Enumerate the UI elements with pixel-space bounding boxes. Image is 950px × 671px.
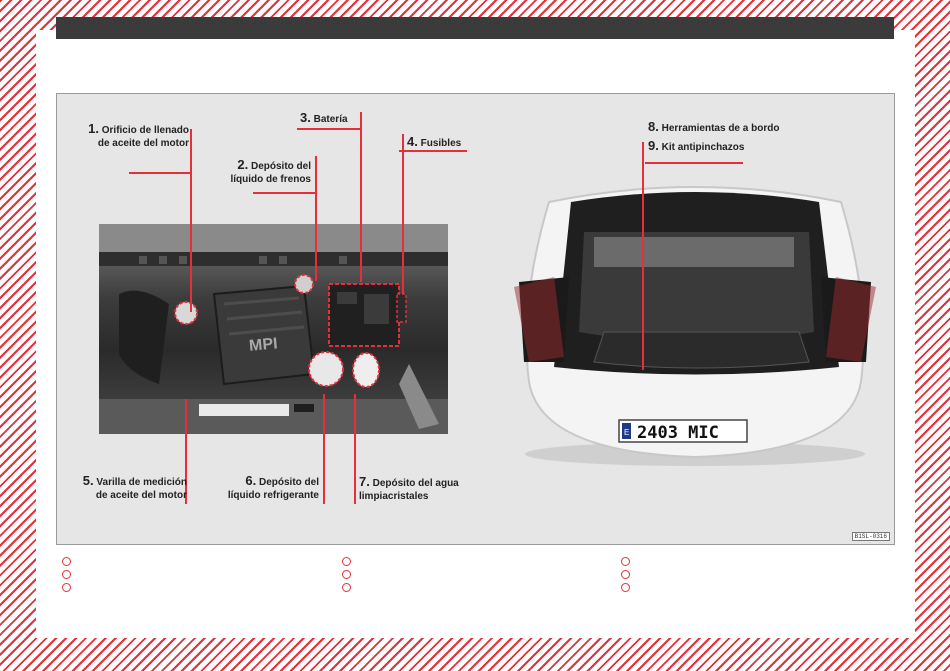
callout-1-leader	[190, 129, 192, 312]
callout-7-leader	[354, 394, 356, 504]
legend-circle-icon	[342, 570, 351, 579]
page-header-bar	[56, 17, 894, 39]
callout-2-underline	[253, 192, 315, 194]
callout-7-line2: limpiacristales	[359, 491, 428, 502]
legend-circle-icon	[342, 557, 351, 566]
callout-6-line1: Depósito del	[259, 477, 319, 488]
legend-column-1	[62, 555, 71, 594]
legend-circle-icon	[62, 570, 71, 579]
callout-2-number: 2.	[237, 157, 248, 172]
license-plate-number: 2403 MIC	[637, 423, 719, 443]
legend-circle-icon	[621, 570, 630, 579]
callout-5-line1: Varilla de medición	[96, 477, 187, 488]
callout-2-line2: líquido de frenos	[230, 174, 311, 185]
callout-4-leader	[402, 134, 404, 294]
callout-3-line1: Batería	[314, 114, 348, 125]
callout-1-line1: Orificio de llenado	[102, 125, 189, 136]
callout-1-underline	[129, 172, 191, 174]
callout-2-leader	[315, 156, 317, 281]
callout-4-line1: Fusibles	[421, 138, 462, 149]
callout-5-line2: de aceite del motor	[96, 490, 187, 501]
callout-2-line1: Depósito del	[251, 161, 311, 172]
legend-circle-icon	[621, 557, 630, 566]
legend-circle-icon	[342, 583, 351, 592]
callout-7-line1: Depósito del agua	[373, 478, 459, 489]
figure-code: B1SL-0316	[852, 532, 890, 541]
callout-9-number: 9.	[648, 138, 659, 153]
license-plate-country: E	[624, 428, 629, 437]
legend-column-3	[621, 555, 630, 594]
legend-circle-icon	[621, 583, 630, 592]
legend-circle-icon	[62, 583, 71, 592]
callout-6-leader	[323, 394, 325, 504]
engine-cover-label: MPI	[248, 335, 278, 354]
callout-1-number: 1.	[88, 121, 99, 136]
callout-3-underline	[297, 128, 360, 130]
engine-bay-illustration: MPI	[99, 224, 448, 434]
callout-7: 7. Depósito del agua limpiacristales	[359, 475, 459, 503]
callout-9-line1: Kit antipinchazos	[662, 142, 745, 153]
callout-8-line1: Herramientas de a bordo	[662, 123, 780, 134]
callout-5-number: 5.	[83, 473, 94, 488]
callout-8-number: 8.	[648, 119, 659, 134]
callout-3: 3. Batería	[300, 111, 348, 126]
callout-9-underline	[645, 162, 743, 164]
callout-6-line2: líquido refrigerante	[228, 490, 319, 501]
callout-4: 4. Fusibles	[407, 135, 461, 150]
engine-bay-photo: MPI	[99, 224, 448, 434]
callout-6: 6. Depósito del líquido refrigerante	[207, 474, 319, 502]
callout-3-number: 3.	[300, 110, 311, 125]
callout-3-leader	[360, 112, 362, 282]
callout-4-underline	[399, 150, 467, 152]
trunk-photo: E 2403 MIC	[509, 182, 881, 472]
legend-column-2	[342, 555, 351, 594]
callout-7-number: 7.	[359, 474, 370, 489]
callout-4-number: 4.	[407, 134, 418, 149]
manual-page: MPI	[36, 30, 915, 638]
callout-8-leader	[642, 142, 644, 370]
callout-2: 2. Depósito del líquido de frenos	[217, 158, 311, 186]
callout-9: 9. Kit antipinchazos	[648, 139, 744, 154]
trunk-illustration: E 2403 MIC	[509, 182, 881, 472]
callout-1: 1. Orificio de llenado de aceite del mot…	[79, 122, 189, 150]
callout-1-line2: de aceite del motor	[98, 138, 189, 149]
legend-circle-icon	[62, 557, 71, 566]
vehicle-overview-figure: MPI	[56, 93, 895, 545]
callout-5: 5. Varilla de medición de aceite del mot…	[67, 474, 187, 502]
callout-6-number: 6.	[245, 473, 256, 488]
callout-8: 8. Herramientas de a bordo	[648, 120, 779, 135]
